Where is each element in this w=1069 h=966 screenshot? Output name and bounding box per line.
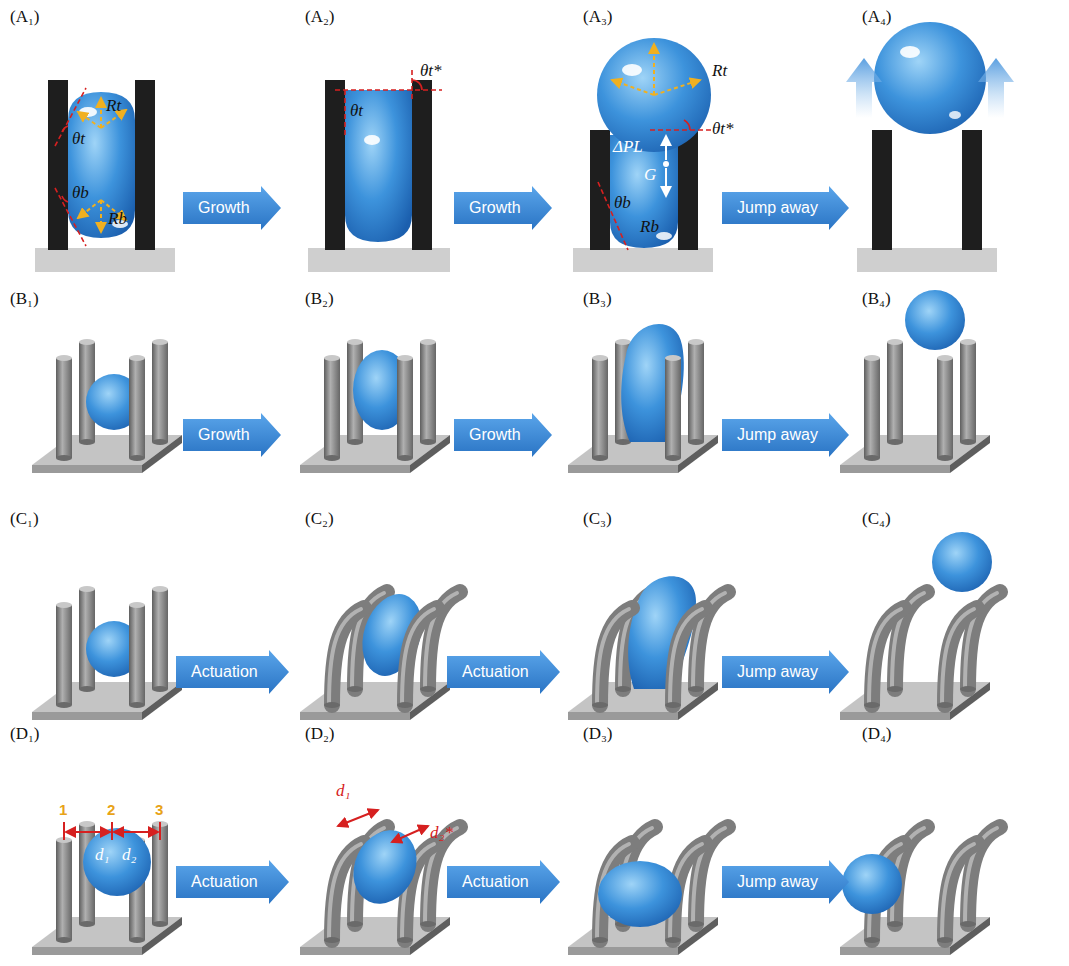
arrow-body: [454, 186, 552, 230]
panel-label: (B₁): [10, 290, 39, 309]
step-arrow: Growth: [183, 186, 281, 230]
symbol-label: Rb: [640, 218, 659, 237]
arrow-body: [176, 860, 289, 904]
step-arrow: Jump away: [722, 860, 849, 904]
symbol-label: θb: [614, 194, 631, 213]
symbol-label: d₁: [95, 846, 109, 865]
callout-number: 2: [107, 802, 115, 819]
symbol-label: ΔPL: [613, 138, 643, 157]
callout-number: 1: [59, 802, 67, 819]
step-arrow: Growth: [183, 413, 281, 457]
panel-b2: [300, 339, 450, 473]
callout-number: 3: [155, 802, 163, 819]
step-label: Actuation: [191, 873, 258, 891]
panel-label: (D₄): [862, 725, 892, 744]
panel-label: (A₁): [10, 8, 40, 27]
step-label: Growth: [469, 199, 521, 217]
arrow-body: [447, 650, 560, 694]
panel-a3: [573, 38, 713, 272]
panel-label: (A₂): [305, 8, 335, 27]
symbol-label: Rt: [712, 62, 727, 81]
panel-a4: [846, 22, 1014, 272]
arrow-body: [176, 650, 289, 694]
panel-c4: [840, 532, 1000, 720]
arrow-body: [183, 186, 281, 230]
step-label: Growth: [198, 199, 250, 217]
panel-label: (B₃): [583, 290, 612, 309]
panel-label: (D₃): [583, 725, 613, 744]
panel-d2: [300, 810, 460, 955]
symbol-label: Rb: [108, 210, 127, 229]
arrow-body: [722, 860, 849, 904]
panel-label: (C₁): [10, 510, 39, 529]
arrow-body: [447, 860, 560, 904]
arrow-body: [183, 413, 281, 457]
panel-c2: [300, 586, 460, 720]
panel-label: (D₁): [10, 725, 40, 744]
panel-d1: [32, 821, 182, 955]
step-arrow: Jump away: [722, 650, 849, 694]
step-arrow: Jump away: [722, 413, 849, 457]
step-label: Jump away: [737, 663, 818, 681]
panel-d3: [568, 827, 728, 955]
symbol-label: θt: [72, 130, 85, 149]
arrow-body: [722, 186, 849, 230]
step-label: Actuation: [191, 663, 258, 681]
step-label: Actuation: [462, 873, 529, 891]
step-arrow: Actuation: [447, 650, 560, 694]
symbol-label: Rt: [106, 97, 121, 116]
symbol-label: θt*: [420, 62, 442, 81]
panel-label: (C₄): [862, 510, 891, 529]
step-arrow: Jump away: [722, 186, 849, 230]
symbol-label: d₂*: [430, 824, 453, 843]
arrow-body: [722, 650, 849, 694]
panel-b1: [32, 339, 182, 473]
panel-a2: [308, 70, 450, 272]
symbol-label: θb: [72, 184, 89, 203]
panel-label: (B₂): [305, 290, 334, 309]
panel-label: (A₃): [583, 8, 613, 27]
arrow-body: [722, 413, 849, 457]
panel-a1: [35, 80, 175, 272]
step-label: Growth: [198, 426, 250, 444]
arrow-body: [454, 413, 552, 457]
panel-c3: [568, 576, 728, 720]
step-label: Jump away: [737, 873, 818, 891]
panel-d4: [840, 827, 1000, 955]
panel-b3: [568, 324, 718, 473]
step-label: Actuation: [462, 663, 529, 681]
step-arrow: Actuation: [447, 860, 560, 904]
symbol-label: θt: [350, 102, 363, 121]
panel-b4: [840, 290, 990, 473]
panel-label: (C₂): [305, 510, 334, 529]
step-arrow: Actuation: [176, 650, 289, 694]
panel-label: (A₄): [862, 8, 892, 27]
step-arrow: Growth: [454, 186, 552, 230]
step-arrow: Actuation: [176, 860, 289, 904]
panel-c1: [32, 586, 182, 720]
symbol-label: d₁: [336, 782, 350, 801]
step-label: Growth: [469, 426, 521, 444]
symbol-label: θt*: [712, 120, 734, 139]
panel-label: (B₄): [862, 290, 891, 309]
symbol-label: d₂: [122, 846, 136, 865]
symbol-label: G: [644, 166, 656, 185]
panel-label: (D₂): [305, 725, 335, 744]
step-label: Jump away: [737, 199, 818, 217]
step-label: Jump away: [737, 426, 818, 444]
panel-label: (C₃): [583, 510, 612, 529]
step-arrow: Growth: [454, 413, 552, 457]
